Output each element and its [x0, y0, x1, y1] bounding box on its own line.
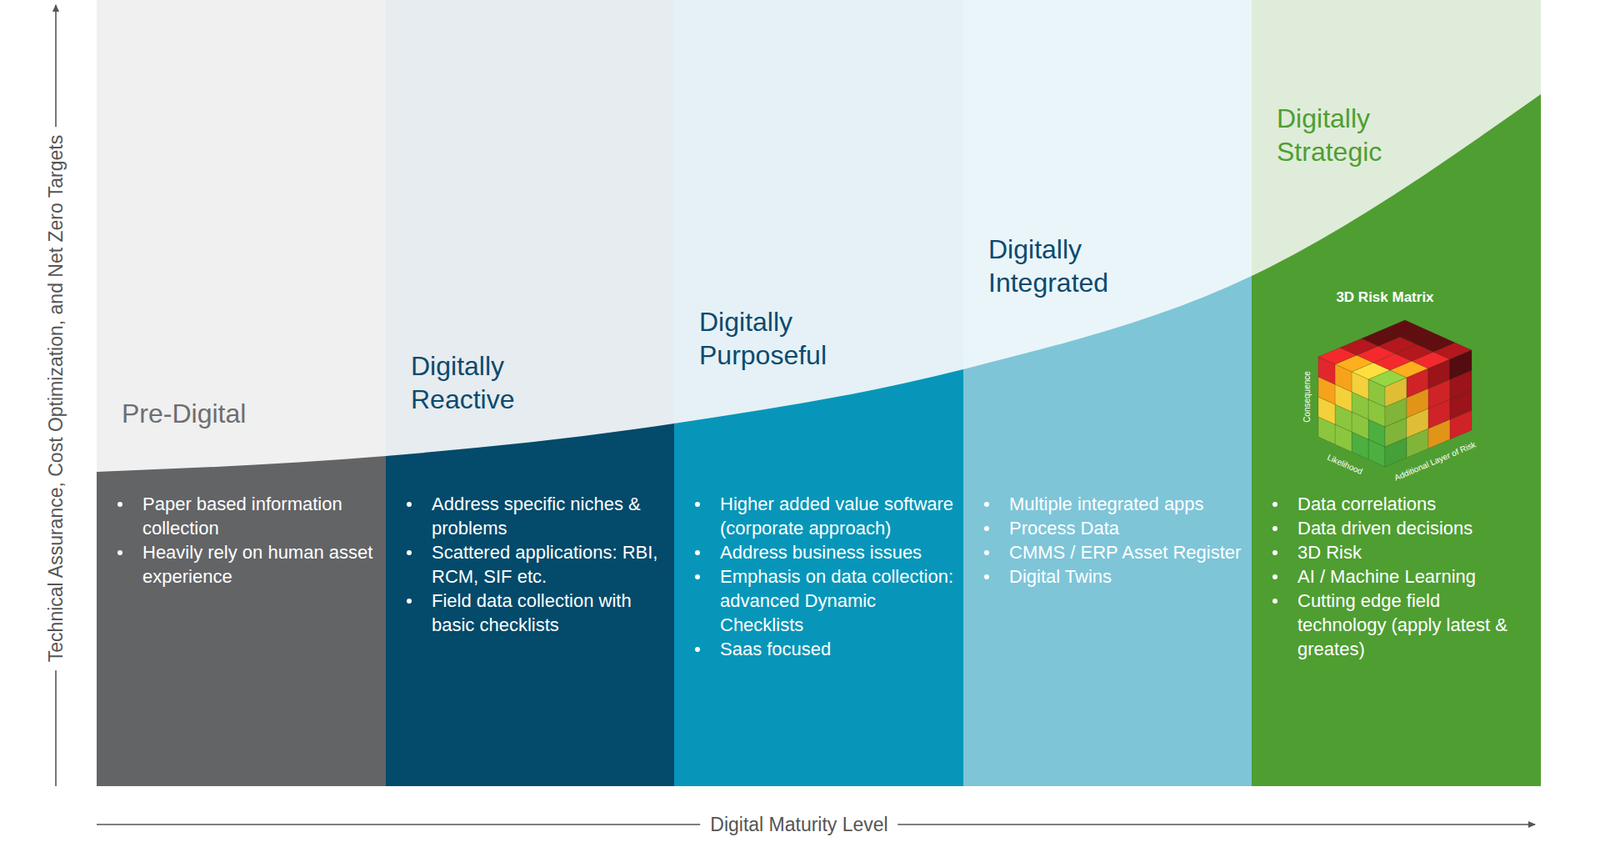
band-body: Data correlationsData driven decisions3D… — [1251, 491, 1541, 661]
maturity-curve-areas — [96, 94, 1541, 786]
risk-cell — [1335, 364, 1352, 392]
maturity-band: Digitally StrategicData correlationsData… — [1251, 0, 1541, 786]
band-body: Paper based information collectionHeavil… — [96, 491, 386, 589]
bullet-dot — [695, 646, 700, 652]
bullet-dot — [1272, 501, 1278, 507]
bullet-dot — [695, 501, 700, 507]
bullet-text: CMMS / ERP Asset Register — [1009, 540, 1244, 565]
bullet-row: Scattered applications: RBI, RCM, SIF et… — [385, 540, 675, 589]
bullet-row: Field data collection with basic checkli… — [385, 588, 675, 637]
maturity-band: Digitally PurposefulHigher added value s… — [674, 0, 964, 786]
bullet-text: 3D Risk — [1297, 540, 1533, 565]
bullet-row: Paper based information collection — [96, 491, 386, 540]
risk-cell — [1318, 356, 1335, 385]
risk-cell — [1351, 371, 1369, 400]
bullet-row: Cutting edge field technology (apply lat… — [1251, 588, 1541, 661]
band-heading: Digitally Strategic — [1276, 101, 1473, 169]
band-body: Multiple integrated appsProcess DataCMMS… — [963, 491, 1252, 589]
bullet-dot — [984, 574, 990, 580]
band-heading: Pre-Digital — [121, 396, 318, 430]
bullet-dot — [1272, 550, 1278, 555]
bullet-dot — [406, 598, 412, 604]
bullet-row: CMMS / ERP Asset Register — [963, 540, 1252, 565]
bullet-text: Scattered applications: RBI, RCM, SIF et… — [431, 540, 666, 589]
bullet-dot — [406, 550, 412, 555]
bullet-text: Process Data — [1009, 515, 1244, 540]
bullet-dot — [406, 501, 412, 507]
band-heading: Digitally Reactive — [410, 349, 607, 416]
bullet-text: Paper based information collection — [142, 491, 378, 540]
matrix-title: 3D Risk Matrix — [1335, 288, 1434, 306]
bullet-row: Digital Twins — [963, 564, 1252, 589]
maturity-area — [385, 94, 675, 786]
maturity-band: Digitally ReactiveAddress specific niche… — [385, 0, 675, 786]
matrix-axis-label: Additional Layer of Risk — [1392, 438, 1478, 483]
matrix-axis-label: Likelihood — [1325, 451, 1365, 477]
bullet-text: Heavily rely on human asset experience — [142, 540, 378, 589]
risk-cube — [1318, 320, 1472, 467]
bullet-row: 3D Risk — [1251, 540, 1541, 565]
bullet-dot — [984, 525, 990, 531]
maturity-band: Pre-DigitalPaper based information colle… — [96, 0, 386, 786]
maturity-band: Digitally IntegratedMultiple integrated … — [963, 0, 1252, 786]
maturity-area — [963, 94, 1253, 786]
column-grounds — [96, 0, 1541, 786]
bullet-row: Emphasis on data collection: advanced Dy… — [674, 564, 964, 637]
bullet-dot — [117, 501, 123, 507]
band-body: Address specific niches & problemsScatte… — [385, 491, 675, 637]
bullet-row: Address specific niches & problems — [385, 491, 675, 540]
bullet-dot — [695, 550, 700, 555]
bullet-row: Saas focused — [674, 636, 964, 661]
bullet-text: AI / Machine Learning — [1297, 564, 1533, 589]
risk-cell — [1450, 350, 1472, 380]
band-body: Higher added value software (corporate a… — [674, 491, 964, 661]
band-heading: Digitally Purposeful — [699, 305, 895, 372]
bullet-dot — [1272, 525, 1278, 531]
bullet-row: Multiple integrated apps — [963, 491, 1252, 516]
bullet-text: Data correlations — [1297, 491, 1533, 516]
maturity-area — [1251, 94, 1541, 786]
bullet-row: Heavily rely on human asset experience — [96, 540, 386, 589]
bullet-text: Cutting edge field technology (apply lat… — [1297, 588, 1533, 661]
bullet-row: Data driven decisions — [1251, 515, 1541, 540]
risk-cell — [1406, 368, 1429, 398]
maturity-area — [96, 94, 387, 786]
x-axis-title: Digital Maturity Level — [700, 812, 898, 837]
risk-cell — [1385, 377, 1407, 407]
bullet-text: Multiple integrated apps — [1009, 491, 1244, 516]
risk-cell — [1383, 320, 1422, 337]
bullet-row: Data correlations — [1251, 491, 1541, 516]
bullet-dot — [984, 550, 990, 555]
bullet-text: Address specific niches & problems — [431, 491, 666, 540]
bullet-row: Address business issues — [674, 540, 964, 565]
band-heading: Digitally Integrated — [988, 232, 1185, 300]
bullet-row: Higher added value software (corporate a… — [674, 491, 964, 540]
bullet-text: Higher added value software (corporate a… — [720, 491, 955, 540]
bullet-text: Data driven decisions — [1297, 515, 1533, 540]
risk-cell — [1368, 379, 1385, 407]
bullet-text: Saas focused — [720, 636, 955, 661]
bullet-dot — [984, 501, 990, 507]
bullet-dot — [1272, 574, 1278, 580]
bullet-dot — [117, 550, 123, 555]
bullet-row: AI / Machine Learning — [1251, 564, 1541, 589]
bullet-row: Process Data — [963, 515, 1252, 540]
bullet-dot — [695, 574, 700, 580]
bullet-text: Digital Twins — [1009, 564, 1244, 589]
bullet-dot — [1272, 598, 1278, 604]
matrix-axis-label: Consequence — [1301, 370, 1313, 423]
risk-cell — [1428, 359, 1450, 389]
bullet-text: Address business issues — [720, 540, 955, 565]
bullet-text: Emphasis on data collection: advanced Dy… — [720, 564, 955, 637]
maturity-area — [674, 94, 965, 786]
bullet-text: Field data collection with basic checkli… — [431, 588, 666, 637]
y-axis-title: Technical Assurance, Cost Optimization, … — [44, 126, 69, 670]
